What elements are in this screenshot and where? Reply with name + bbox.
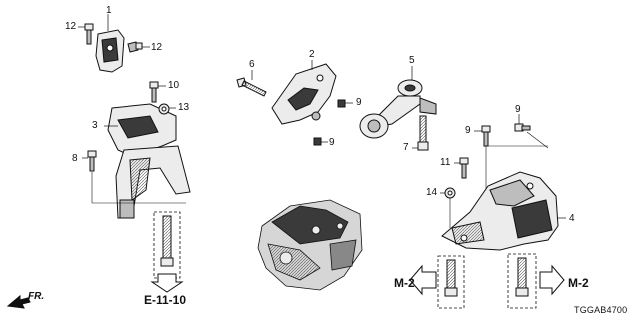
callout-7: 7 (403, 142, 409, 153)
front-marker-label: FR. (28, 291, 45, 302)
bolt-9-b (313, 137, 328, 146)
callout-9-d: 9 (465, 125, 471, 136)
front-arrow-icon (6, 294, 31, 309)
callout-11: 11 (440, 157, 451, 168)
callout-12-right: 12 (151, 42, 163, 53)
bolt-6 (236, 70, 267, 97)
callout-1: 1 (106, 5, 112, 16)
reference-m2-left[interactable]: M-2 (394, 276, 415, 290)
callout-13: 13 (178, 102, 190, 113)
nut-13 (158, 103, 176, 115)
diagram-code: TGGAB4700 (574, 305, 628, 315)
callout-10: 10 (168, 80, 180, 91)
reference-m2-right[interactable]: M-2 (568, 276, 589, 290)
callout-4: 4 (569, 213, 575, 224)
bolt-10 (149, 81, 166, 103)
part-3-mount (104, 103, 191, 219)
reference-e-11-10[interactable]: E-11-10 (144, 293, 187, 307)
stud-e-ref (150, 211, 184, 293)
callout-14: 14 (426, 187, 438, 198)
engine-assembly (257, 199, 363, 291)
part-5-torque-rod (359, 66, 437, 139)
callout-8: 8 (72, 153, 78, 164)
callout-6: 6 (249, 59, 255, 70)
bolt-11 (454, 157, 469, 179)
nut-14 (440, 187, 456, 228)
bolt-8 (82, 150, 186, 204)
bolt-9-d (474, 125, 548, 190)
bolt-12-left (78, 23, 94, 45)
stud-m2-left (409, 255, 465, 309)
callout-9-a: 9 (356, 97, 362, 108)
part-4-mount (441, 171, 566, 251)
bolt-9-c (514, 114, 549, 149)
callout-5: 5 (409, 55, 415, 66)
bolt-7 (412, 115, 429, 151)
bolt-9-a (337, 99, 353, 108)
part-1-bracket (95, 14, 125, 73)
callout-12-left: 12 (65, 21, 77, 32)
callout-9-c: 9 (515, 104, 521, 115)
callout-2: 2 (309, 49, 315, 60)
callout-3: 3 (92, 120, 98, 131)
stud-m2-right (507, 253, 565, 309)
bolt-12-right (127, 41, 150, 53)
callout-9-b: 9 (329, 137, 335, 148)
part-2-bracket (271, 60, 337, 125)
